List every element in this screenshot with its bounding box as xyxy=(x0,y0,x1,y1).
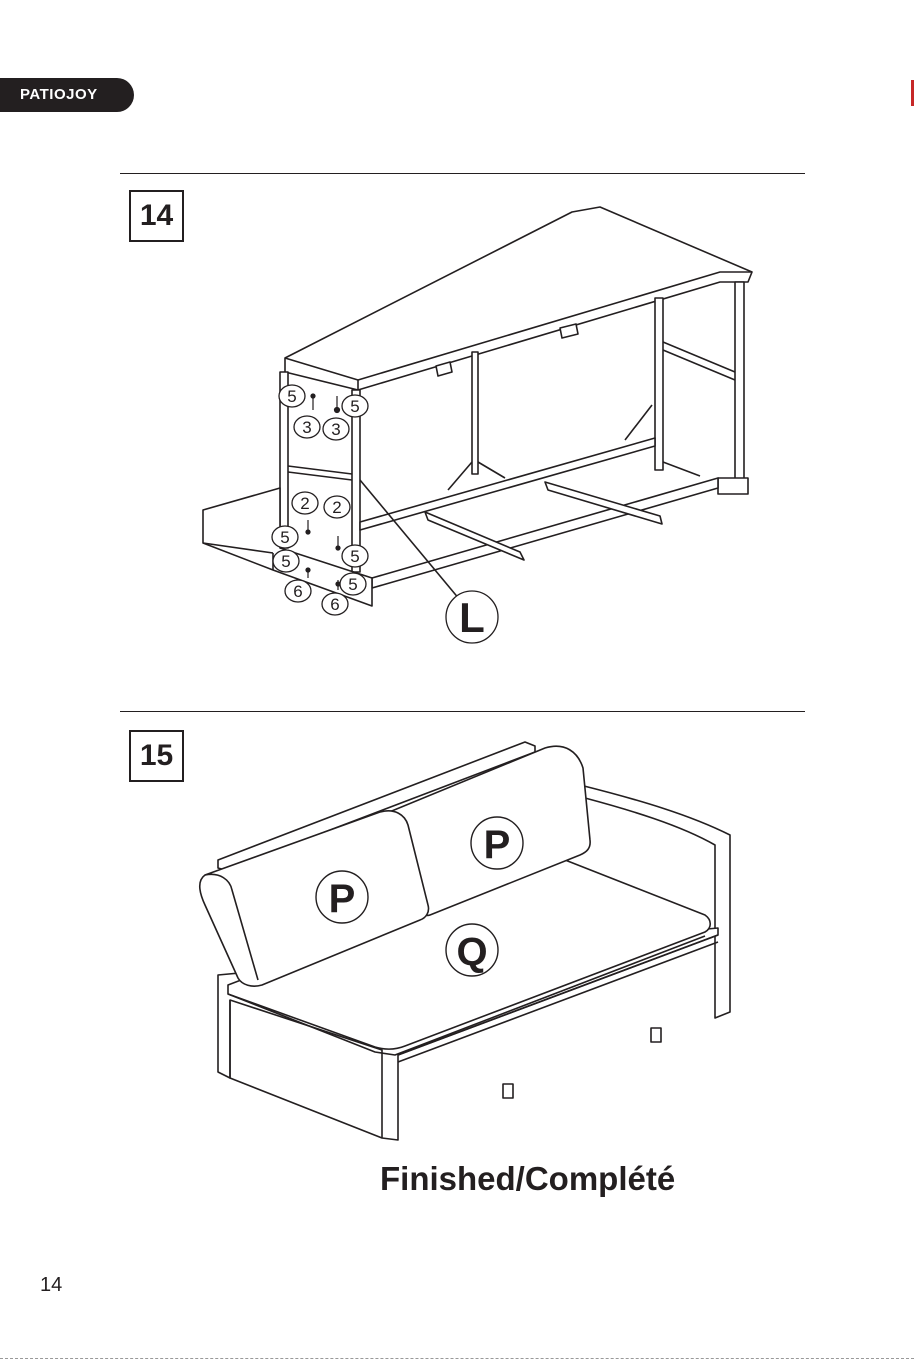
callout-label: 5 xyxy=(281,552,290,571)
part-l-label: L xyxy=(459,594,485,641)
step-number-15: 15 xyxy=(129,730,184,782)
callout-label: 6 xyxy=(293,582,302,601)
back-cushion-label: P xyxy=(484,823,511,867)
callout-label: 3 xyxy=(302,418,311,437)
step-14-illustration: 5 5 3 3 2 2 5 5 5 5 6 6 L xyxy=(195,200,760,650)
page-bottom-edge xyxy=(0,1358,914,1359)
callout-label: 5 xyxy=(350,397,359,416)
callout-label: 3 xyxy=(331,420,340,439)
callout-label: 5 xyxy=(350,547,359,566)
finished-caption: Finished/Complété xyxy=(380,1160,675,1198)
seat-cushion-label: Q xyxy=(456,930,487,974)
step-number-14: 14 xyxy=(129,190,184,242)
step-15-illustration: P P Q xyxy=(195,738,740,1148)
page-number: 14 xyxy=(40,1274,62,1297)
callout-label: 5 xyxy=(348,575,357,594)
brand-logo: PATIOJOY xyxy=(0,78,134,112)
callout-label: 6 xyxy=(330,595,339,614)
callout-label: 5 xyxy=(280,528,289,547)
callout-label: 2 xyxy=(332,498,341,517)
section-divider-middle xyxy=(120,711,805,712)
callout-label: 5 xyxy=(287,387,296,406)
callout-label: 2 xyxy=(300,494,309,513)
section-divider-top xyxy=(120,173,805,174)
back-cushion-label: P xyxy=(329,877,356,921)
